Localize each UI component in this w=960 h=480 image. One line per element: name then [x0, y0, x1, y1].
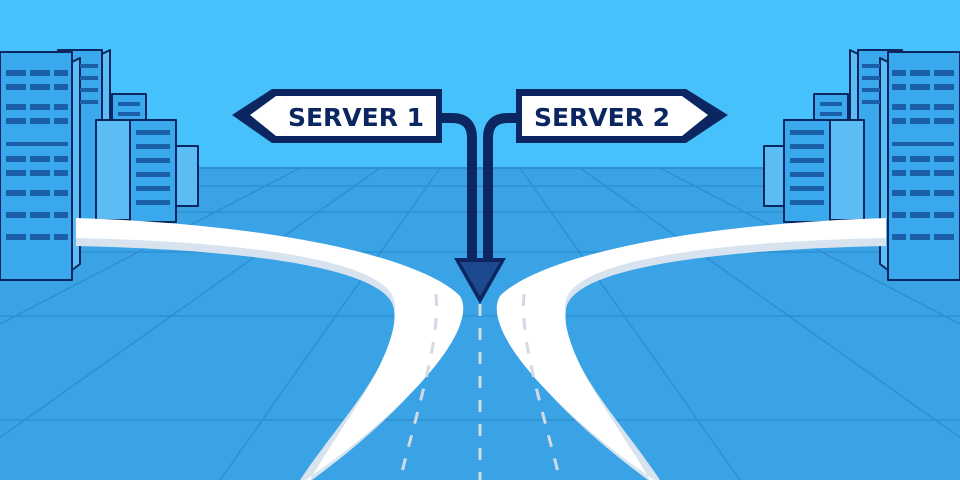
- sign-server-2-label: SERVER 2: [534, 103, 670, 132]
- left-buildings: [0, 49, 199, 281]
- signpost: SERVER 1 SERVER 2: [232, 89, 728, 304]
- sign-server-1-label: SERVER 1: [288, 103, 424, 132]
- ground-grid: [0, 167, 960, 480]
- right-buildings: [763, 49, 960, 281]
- forked-road: [76, 218, 886, 480]
- sign-server-2: SERVER 2: [516, 89, 728, 143]
- sign-server-1: SERVER 1: [232, 89, 442, 143]
